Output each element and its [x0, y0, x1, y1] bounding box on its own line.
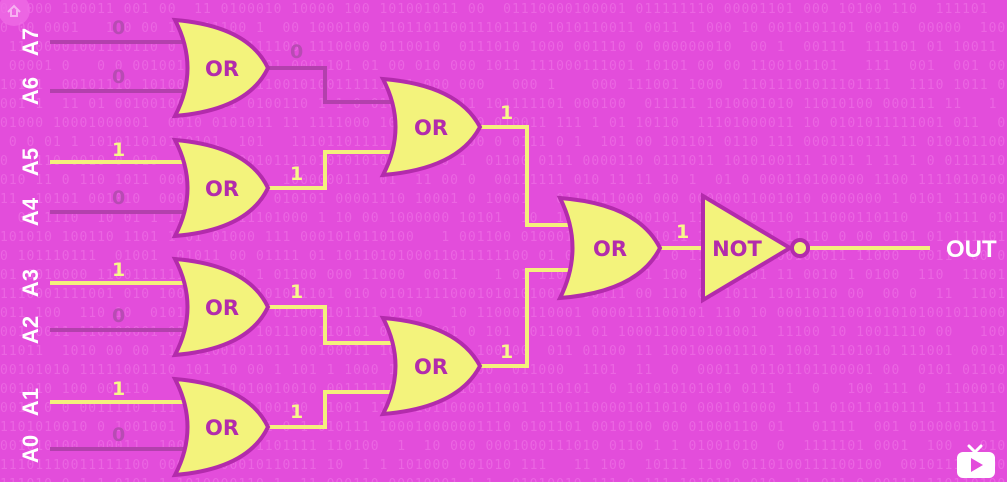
bit-a7: 0 — [112, 17, 125, 39]
not-gate: NOT — [701, 192, 810, 304]
or-gate-final: OR — [556, 195, 663, 301]
bit-a3: 1 — [112, 259, 125, 281]
or-gate-lower: OR — [379, 315, 483, 417]
or-gate-a1-a0: OR — [171, 376, 271, 478]
bit-or-a3-a2-out: 1 — [290, 281, 303, 303]
bit-or-a7-a6-out: 0 — [290, 41, 303, 63]
input-label-a3: A3 — [18, 269, 43, 297]
bit-or-lower-out: 1 — [500, 341, 513, 363]
not-gate-label: NOT — [712, 237, 762, 261]
or-gate-label: OR — [205, 177, 239, 201]
output-label: OUT — [946, 236, 997, 263]
input-label-a4: A4 — [18, 197, 43, 226]
tv-logo-icon — [957, 444, 995, 478]
or-gate-label: OR — [205, 57, 239, 81]
bit-a2: 0 — [112, 305, 125, 327]
input-label-a5: A5 — [18, 148, 43, 176]
wire-or-a1-a0-out — [268, 390, 395, 429]
wire-or-a3-a2-out — [268, 305, 395, 345]
wire-or-lower-out — [480, 268, 570, 368]
or-gate-label: OR — [414, 355, 448, 379]
bit-or-final-out: 1 — [676, 221, 689, 243]
or-gate-label: OR — [205, 296, 239, 320]
corner-logo-icon — [0, 0, 30, 26]
or-gate-upper: OR — [379, 76, 483, 178]
input-label-a2: A2 — [18, 316, 43, 344]
wire-or-a5-a4-out — [268, 150, 395, 190]
bit-a6: 0 — [112, 66, 125, 88]
or-gate-label: OR — [205, 416, 239, 440]
bit-a4: 0 — [112, 187, 125, 209]
or-gate-a3-a2: OR — [171, 256, 271, 358]
bit-or-a1-a0-out: 1 — [290, 401, 303, 423]
input-label-a1: A1 — [18, 388, 43, 416]
wire-or-a7-a6-out — [268, 66, 395, 104]
input-label-a7: A7 — [18, 28, 43, 56]
bit-or-a5-a4-out: 1 — [290, 163, 303, 185]
wire-or-upper-out — [480, 125, 570, 227]
bit-or-upper-out: 1 — [500, 102, 513, 124]
input-label-a0: A0 — [18, 435, 43, 463]
or-gate-label: OR — [414, 116, 448, 140]
or-gate-a7-a6: OR — [171, 17, 271, 119]
bit-a5: 1 — [112, 139, 125, 161]
input-label-a6: A6 — [18, 77, 43, 105]
or-gate-label: OR — [593, 237, 627, 261]
bit-a1: 1 — [112, 378, 125, 400]
or-gate-a5-a4: OR — [171, 137, 271, 239]
bit-a0: 0 — [112, 424, 125, 446]
